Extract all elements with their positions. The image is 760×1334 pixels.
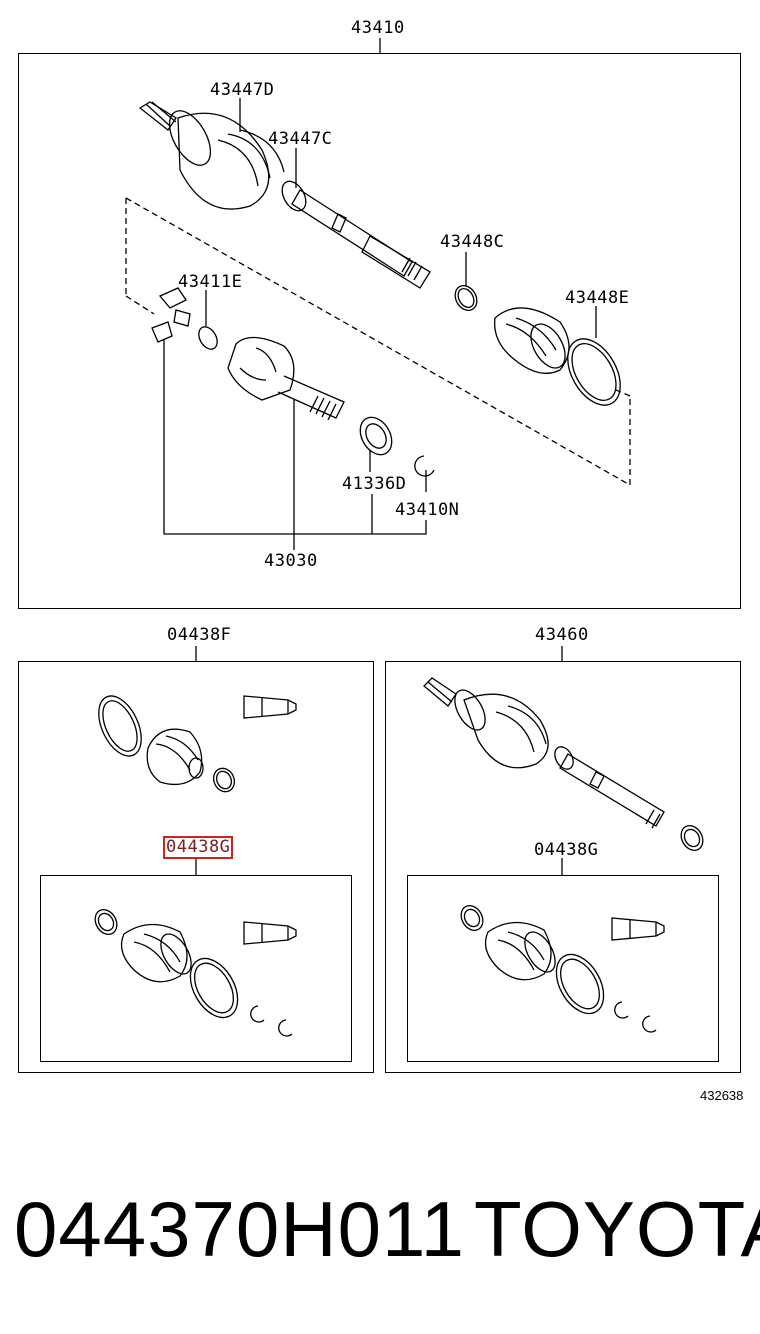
assembly-frame-43410 — [18, 53, 741, 609]
label-43030[interactable]: 43030 — [264, 551, 318, 571]
label-43448C[interactable]: 43448C — [440, 232, 505, 252]
inner-kit-frame-left — [40, 875, 352, 1062]
label-43447D[interactable]: 43447D — [210, 80, 275, 100]
footer-brand: TOYOTA — [474, 1185, 760, 1273]
label-43447C[interactable]: 43447C — [268, 129, 333, 149]
label-41336D[interactable]: 41336D — [342, 474, 407, 494]
footer-part-number: 044370H011 — [14, 1185, 465, 1273]
label-43410[interactable]: 43410 — [351, 18, 405, 38]
label-43460[interactable]: 43460 — [535, 625, 589, 645]
label-43448E[interactable]: 43448E — [565, 288, 630, 308]
label-43410N[interactable]: 43410N — [395, 500, 460, 520]
kit-frame-04438F — [18, 661, 374, 1073]
diagram-reference-number: 432638 — [700, 1088, 744, 1103]
label-43411E[interactable]: 43411E — [178, 272, 243, 292]
inner-kit-frame-right — [407, 875, 719, 1062]
outer-cv-joint-shaft — [138, 101, 431, 289]
label-04438G-highlighted[interactable]: 04438G — [163, 836, 234, 859]
label-04438F[interactable]: 04438F — [167, 625, 232, 645]
assembly-frame-43460 — [385, 661, 741, 1073]
label-04438G[interactable]: 04438G — [534, 840, 599, 860]
